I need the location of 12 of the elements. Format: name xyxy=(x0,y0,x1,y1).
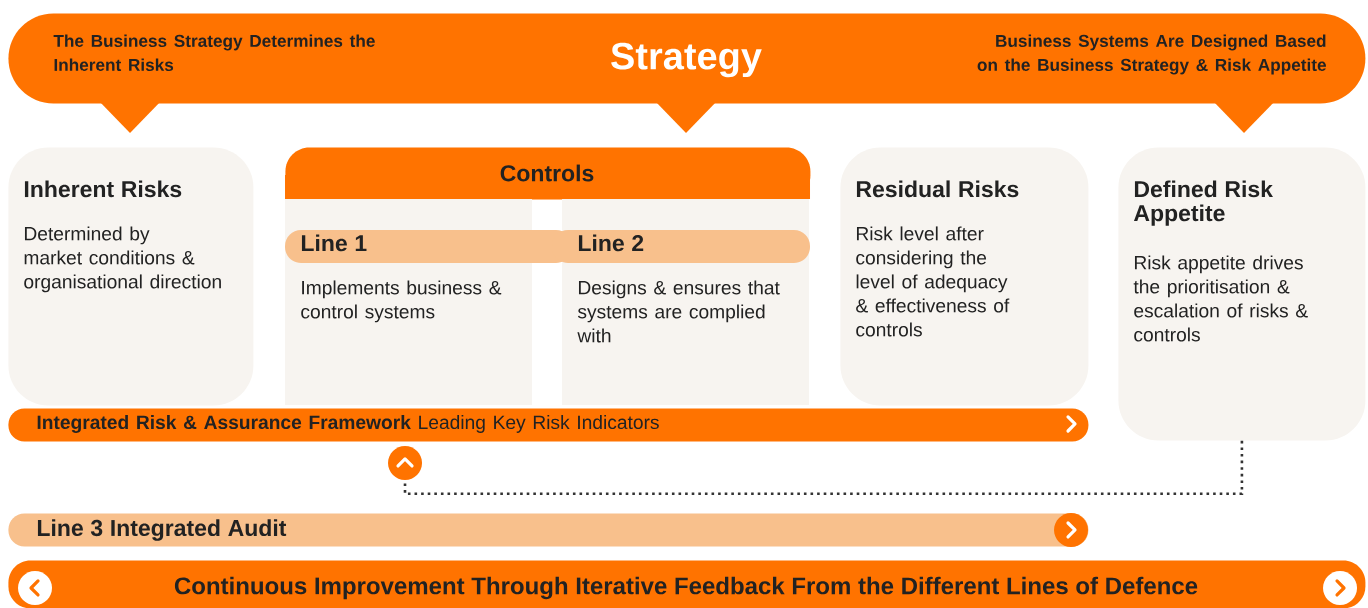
feedback-bar: Continuous Improvement Through Iterative Feedback From the Different Lines of Defence xyxy=(8,560,1366,608)
dotted-connector xyxy=(403,440,1244,496)
controls-header: Controls xyxy=(285,147,811,200)
line-column: Line 2 Designs & ensures that systems are complied with xyxy=(552,199,810,405)
risk-card: Residual Risks Risk level after considering the level of adequacy & effectiveness of controls xyxy=(840,147,1089,406)
risk-card: Inherent Risks Determined by market conditions & organisational direction xyxy=(8,147,254,406)
line-column: Line 1 Implements business & control systems xyxy=(285,199,572,405)
audit-bar: Line 3 Integrated Audit xyxy=(8,513,1089,547)
appetite-card: Defined Risk Appetite Risk appetite drives the prioritisation & escalation of risks & controls xyxy=(1118,147,1366,441)
strategy-banner: The Business Strategy Determines the Inherent Risks Strategy Business Systems Are Designed Based on the Business Strategy & Risk Appetite xyxy=(8,13,1366,133)
framework-bar: Integrated Risk & Assurance Framework Leading Key Risk Indicators xyxy=(8,408,1089,442)
up-chevron-circle xyxy=(388,446,422,480)
